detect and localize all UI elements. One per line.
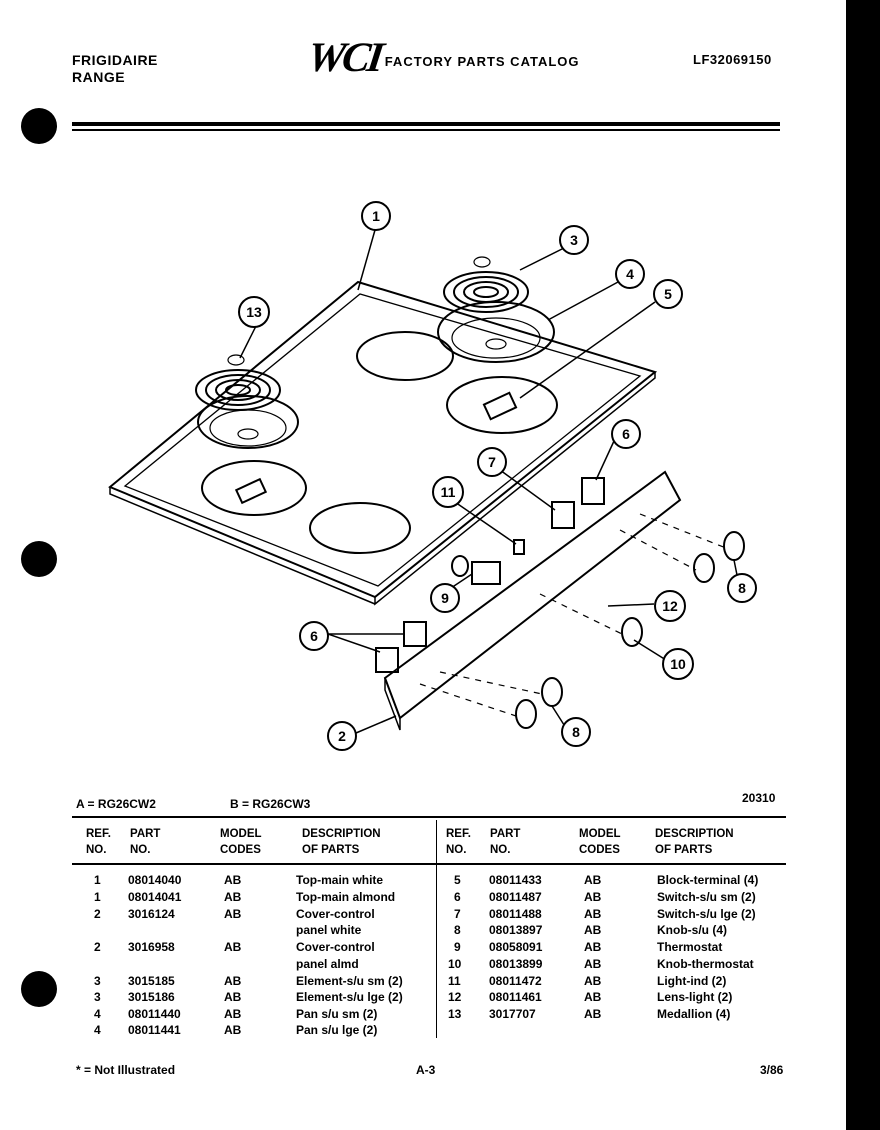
exploded-parts-diagram: 1 3 4 5 13 6 7 11 9 8 6 12 10 2 8 — [108, 201, 757, 751]
callout-6-upper: 6 — [611, 419, 641, 449]
coil-element-right — [443, 271, 529, 313]
burner-opening-front-center — [309, 502, 411, 554]
model-a: A = RG26CW2 — [76, 797, 156, 811]
binder-hole-bottom — [21, 971, 57, 1007]
table-header-rule — [72, 863, 786, 865]
header-rule — [72, 122, 780, 126]
burner-opening-right — [446, 376, 558, 434]
figure-number: 20310 — [742, 791, 776, 805]
svg-text:11: 11 — [441, 484, 456, 500]
burner-opening-rear-center — [356, 331, 454, 381]
catalog-page: FRIGIDAIRE RANGE WCI FACTORY PARTS CATAL… — [0, 0, 846, 1112]
callout-10: 10 — [662, 648, 694, 680]
knob-d — [515, 699, 537, 729]
header-logo-block: WCI FACTORY PARTS CATALOG — [304, 35, 580, 81]
knob-c — [541, 677, 563, 707]
callout-3: 3 — [559, 225, 589, 255]
svg-text:3: 3 — [570, 232, 578, 248]
switch-upper-left — [551, 501, 575, 529]
callout-11: 11 — [432, 476, 464, 508]
knob-a — [723, 531, 745, 561]
callout-2: 2 — [327, 721, 357, 751]
callout-8-upper: 8 — [727, 573, 757, 603]
cooktop-inner-outline — [123, 293, 642, 587]
svg-text:12: 12 — [662, 598, 678, 614]
knob-b — [693, 553, 715, 583]
coil-element-left — [195, 369, 281, 411]
binder-hole-middle — [21, 541, 57, 577]
header-rule-thin — [72, 129, 780, 131]
terminal-block-left — [234, 477, 268, 505]
callout-5: 5 — [653, 279, 683, 309]
switch-upper-right — [581, 477, 605, 505]
svg-text:1: 1 — [372, 208, 380, 224]
svg-text:13: 13 — [246, 304, 262, 320]
svg-text:4: 4 — [626, 266, 634, 282]
burner-opening-rear-left — [197, 395, 299, 449]
table-top-rule — [72, 816, 786, 818]
callout-7: 7 — [477, 447, 507, 477]
svg-text:9: 9 — [441, 590, 449, 606]
svg-text:7: 7 — [488, 454, 496, 470]
svg-text:10: 10 — [670, 656, 686, 672]
catalog-title: FACTORY PARTS CATALOG — [384, 53, 580, 69]
terminal-block-right — [482, 391, 518, 421]
footer-note: * = Not Illustrated — [76, 1063, 176, 1077]
callout-13: 13 — [238, 296, 270, 328]
callout-6-lower: 6 — [299, 621, 329, 651]
page-number: A-3 — [416, 1063, 436, 1077]
switch-lower-right — [403, 621, 427, 647]
callout-12: 12 — [654, 590, 686, 622]
brand-name: FRIGIDAIRE — [72, 52, 158, 68]
switch-lower-left — [375, 647, 399, 673]
footer-date: 3/86 — [760, 1063, 784, 1077]
callout-1: 1 — [361, 201, 391, 231]
bottom-margin — [0, 1112, 846, 1130]
thermostat — [471, 561, 501, 585]
binder-hole-top — [21, 108, 57, 144]
svg-text:5: 5 — [664, 286, 672, 302]
burner-opening-front-left — [201, 460, 307, 516]
header-ref-no-right: REF.NO. — [446, 828, 471, 856]
control-panel — [383, 470, 682, 720]
knob-thermostat — [621, 617, 643, 647]
callout-9: 9 — [430, 583, 460, 613]
doc-number: LF32069150 — [693, 52, 772, 67]
drip-pan-right — [437, 301, 555, 363]
wci-logo: WCI — [304, 35, 384, 81]
svg-text:6: 6 — [310, 628, 318, 644]
callout-8-lower: 8 — [561, 717, 591, 747]
model-b: B = RG26CW3 — [230, 797, 311, 811]
svg-text:8: 8 — [572, 724, 580, 740]
svg-text:2: 2 — [338, 728, 346, 744]
header-brand-block: FRIGIDAIRE RANGE — [72, 52, 158, 86]
svg-text:8: 8 — [738, 580, 746, 596]
table-column-divider — [436, 820, 437, 1038]
drip-pan-left — [209, 409, 287, 447]
callout-4: 4 — [615, 259, 645, 289]
product-name: RANGE — [72, 69, 126, 85]
svg-text:6: 6 — [622, 426, 630, 442]
header-ref-no-left: REF.NO. — [86, 828, 111, 856]
